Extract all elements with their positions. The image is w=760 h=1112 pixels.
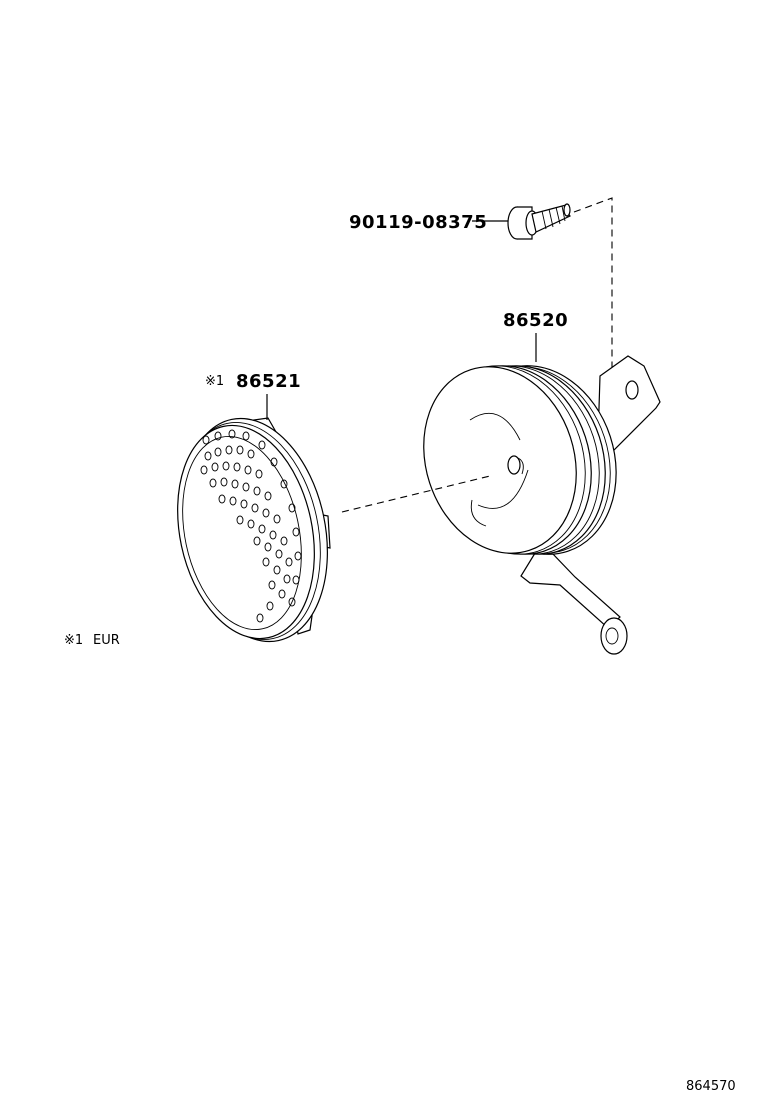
legend-mark: ※1 [64,633,83,648]
bolt-to-horn-guide-line [573,197,633,393]
illustration-id: 864570 [686,1079,736,1094]
cover-drawing [177,417,331,643]
bolt-drawing [507,203,571,240]
legend-text: EUR [93,633,120,648]
bolt-part-number: 90119-08375 [349,212,487,233]
cover-perforation-pattern [200,429,302,623]
horn-drawing [423,355,661,655]
cover-to-horn-guide-line [341,475,491,513]
horn-part-number: 86520 [503,310,568,331]
cover-part-number: 86521 [236,371,301,392]
cover-note-mark: ※1 [205,374,224,389]
